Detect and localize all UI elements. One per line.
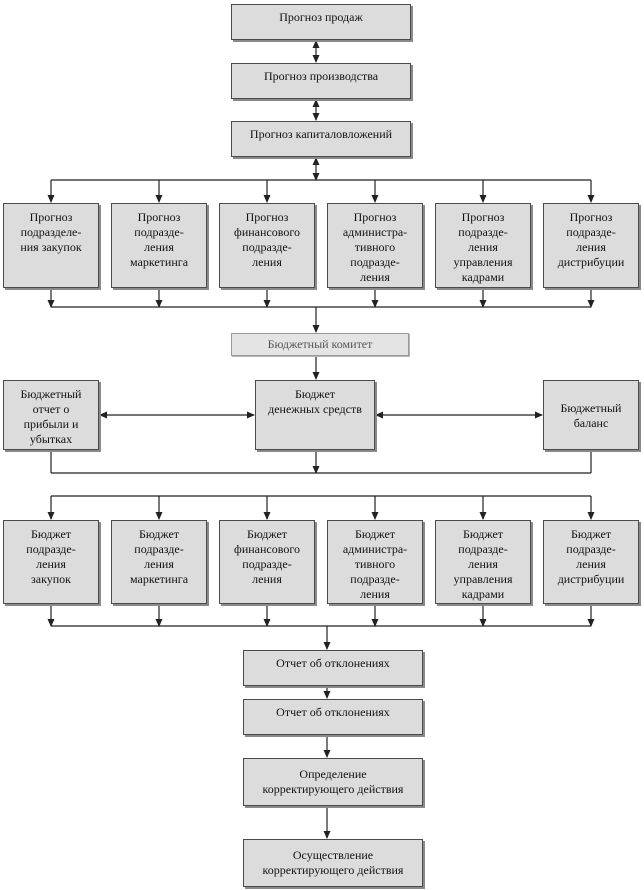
node-forecast-finance: Прогноз финансового подразде- ления [219, 203, 315, 288]
node-budget-balance: Бюджетный баланс [543, 380, 639, 450]
node-budget-marketing: Бюджет подразде- ления маркетинга [111, 520, 207, 604]
node-variance-report-1: Отчет об отклонениях [243, 650, 423, 686]
node-forecast-marketing: Прогноз подразде- ления маркетинга [111, 203, 207, 288]
node-capex-forecast: Прогноз капиталовложений [231, 121, 411, 157]
node-forecast-hr: Прогноз подразде- ления управления кадра… [435, 203, 531, 288]
node-corrective-action-determination: Определение корректирующего действия [243, 758, 423, 806]
node-production-forecast: Прогноз производства [231, 63, 411, 99]
node-budget-committee: Бюджетный комитет [231, 333, 409, 356]
node-corrective-action-implementation: Осуществление корректирующего действия [243, 839, 423, 887]
node-sales-forecast: Прогноз продаж [231, 4, 411, 40]
node-budget-distribution: Бюджет подразде- ления дистрибуции [543, 520, 639, 604]
node-forecast-distribution: Прогноз подразде- ления дистрибуции [543, 203, 639, 288]
node-cash-budget: Бюджет денежных средств [255, 380, 375, 450]
node-budget-hr: Бюджет подразде- ления управления кадрам… [435, 520, 531, 604]
node-budget-admin: Бюджет администра- тивного подразде- лен… [327, 520, 423, 604]
node-variance-report-2: Отчет об отклонениях [243, 699, 423, 735]
node-profit-loss-report: Бюджетный отчет о прибыли и убытках [3, 380, 99, 450]
node-forecast-purchasing: Прогноз подразделе- ния закупок [3, 203, 99, 288]
node-budget-finance: Бюджет финансового подразде- ления [219, 520, 315, 604]
node-budget-purchasing: Бюджет подразде- ления закупок [3, 520, 99, 604]
node-forecast-admin: Прогноз администра- тивного подразде- ле… [327, 203, 423, 288]
